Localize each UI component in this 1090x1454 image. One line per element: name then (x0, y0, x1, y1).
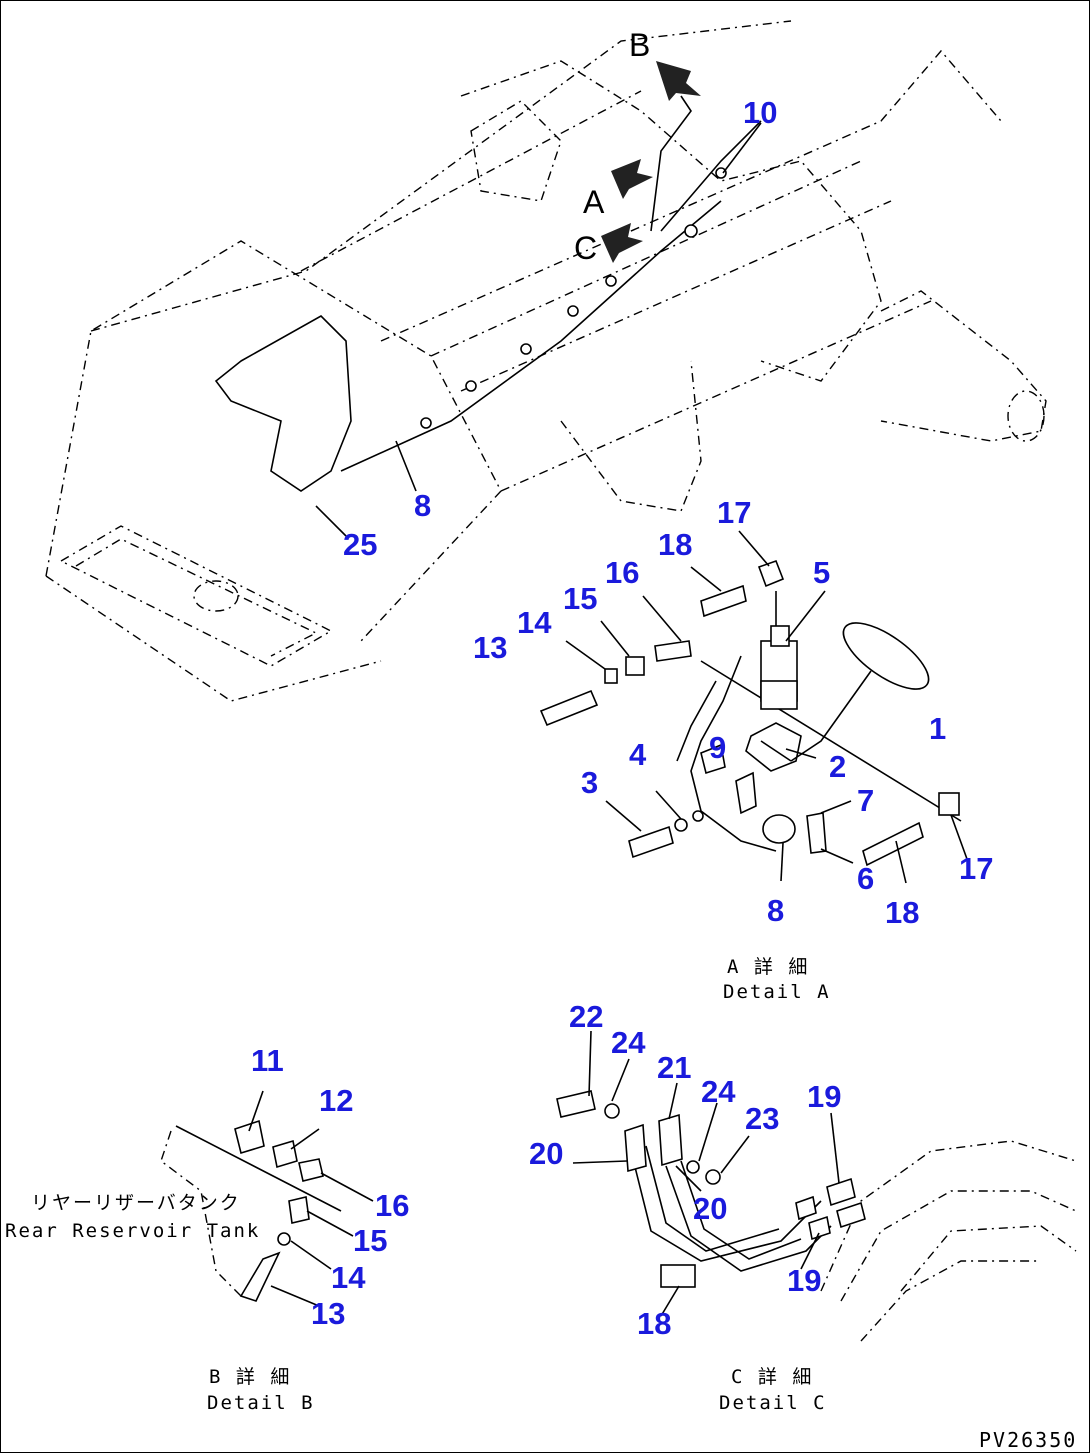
part-label: 12 (319, 1083, 353, 1118)
part-label: 2 (829, 749, 846, 784)
detail-c-caption-jp: C 詳 細 (731, 1366, 813, 1388)
part-label: 7 (857, 783, 874, 818)
part-label: 15 (353, 1223, 387, 1258)
view-ref-b: B (629, 27, 650, 63)
part-label: 14 (331, 1260, 366, 1295)
main-assembly-view (45, 20, 1047, 702)
part-label: 15 (563, 581, 597, 616)
part-label: 18 (885, 895, 919, 930)
detail-b-view (160, 1090, 374, 1307)
part-label: 17 (959, 851, 993, 886)
part-label: 17 (717, 495, 751, 530)
part-label: 3 (581, 765, 598, 800)
part-label: 21 (657, 1050, 691, 1085)
part-label: 20 (529, 1136, 563, 1171)
part-label: 4 (629, 737, 647, 772)
part-label: 8 (414, 488, 431, 523)
part-label: 10 (743, 95, 777, 130)
part-label: 23 (745, 1101, 779, 1136)
part-label: 16 (605, 555, 639, 590)
part-label: 24 (701, 1074, 736, 1109)
detail-a-view (539, 530, 968, 884)
part-label: 22 (569, 999, 603, 1034)
part-label: 16 (375, 1188, 409, 1223)
view-ref-c: C (574, 230, 597, 266)
detail-b-caption-en: Detail B (207, 1392, 315, 1414)
part-label: 24 (611, 1025, 646, 1060)
drawing-code: PV26350 (979, 1428, 1077, 1452)
part-label: 19 (787, 1263, 821, 1298)
part-label: 5 (813, 555, 830, 590)
part-label: 13 (311, 1296, 345, 1331)
tank-caption-en: Rear Reservoir Tank (5, 1220, 260, 1242)
part-label: 14 (517, 605, 552, 640)
detail-a-caption-en: Detail A (723, 981, 831, 1003)
part-label: 11 (251, 1043, 284, 1078)
tank-caption-jp: リヤーリザーバタンク (31, 1192, 241, 1214)
part-label: 9 (709, 730, 726, 765)
detail-c-caption-en: Detail C (719, 1392, 827, 1414)
part-label: 25 (343, 527, 377, 562)
part-label: 6 (857, 861, 874, 896)
part-label: 13 (473, 630, 507, 665)
part-label: 19 (807, 1079, 841, 1114)
view-ref-a: A (583, 184, 605, 220)
detail-b-caption-jp: B 詳 細 (209, 1366, 291, 1388)
part-label: 18 (637, 1306, 671, 1341)
part-label: 20 (693, 1191, 727, 1226)
detail-a-caption-jp: A 詳 細 (727, 956, 809, 978)
detail-c-view (556, 1030, 1077, 1342)
part-label: 1 (929, 711, 946, 746)
part-label: 18 (658, 527, 692, 562)
part-label: 8 (767, 893, 784, 928)
